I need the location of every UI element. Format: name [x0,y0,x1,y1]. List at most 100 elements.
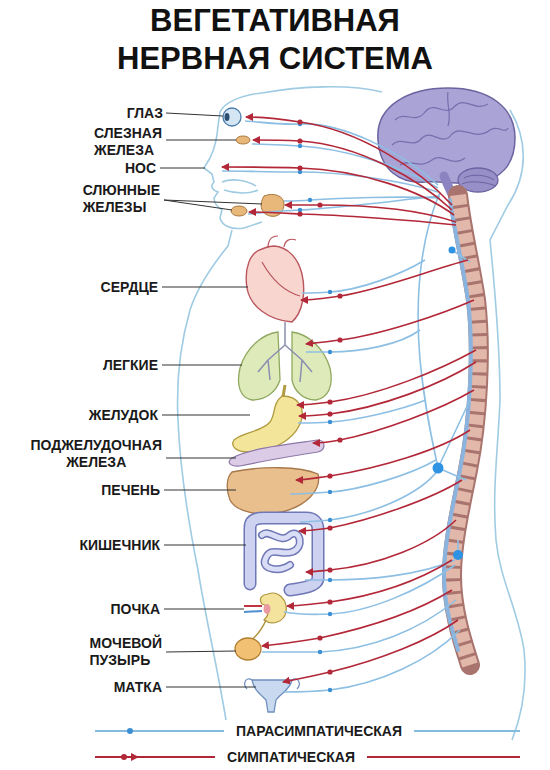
organ-label: НОС [125,160,156,177]
pancreas [229,440,324,466]
gyrus-line [392,128,508,145]
renal-artery [244,605,262,607]
nerve-line [253,140,452,210]
leader-line [164,545,246,546]
leader-line [164,490,236,491]
salivary-gland [231,206,247,216]
vagus-nerve [418,192,440,468]
nerve-plexus [453,550,463,560]
nerve-line [249,212,456,225]
nerve-line [306,520,456,572]
nerve-line [252,144,438,188]
nerve-plexus [433,463,444,474]
cerebellum-folds [462,175,496,186]
legend-arrow [131,753,139,761]
lacrimal-gland [236,136,250,144]
nerve-line [222,167,454,215]
organ-label: ПЕЧЕНЬ [101,482,160,499]
legend-line [367,756,520,758]
body-front [178,230,233,720]
leader-line [166,113,223,116]
parasympathetic-nerves [222,121,470,692]
nerve-line [285,205,456,222]
nerve-line [438,250,470,555]
lung [239,332,281,400]
legend-label: СИМПАТИЧЕСКАЯ [227,748,355,766]
uterus [252,680,292,712]
small-intestine [262,533,300,569]
organ-label: ГЛАЗ [127,105,163,122]
nerve-plexus [449,247,456,254]
renal-pelvis [264,604,271,614]
organ-label: СЛЕЗНАЯ ЖЕЛЕЗА [94,125,162,159]
leader-line [166,140,236,141]
kidney [260,593,286,623]
bronchi [258,322,312,382]
mouth-cavity [222,180,258,193]
nerve-line [301,260,468,300]
nerve-line [302,260,425,293]
eye-pupil [225,113,230,121]
small-intestine-outline [262,533,300,569]
organ-label: МОЧЕВОЙ ПУЗЫРЬ [90,635,162,669]
legend-line [95,730,224,732]
organ-label: ПОДЖЕЛУДОЧНАЯ ЖЕЛЕЗА [30,437,162,471]
nerve-line [287,560,452,606]
organ-label: СЕРДЦЕ [101,279,158,296]
nerve-line [284,197,440,201]
heart [246,246,303,322]
organ-label: МАТКА [114,679,162,696]
esophagus [283,385,285,397]
sympathetic-nerves [222,117,476,682]
face-profile [204,93,262,229]
organ-label: СЛЮННЫЕ ЖЕЛЕЗЫ [83,182,160,216]
leader-line [166,651,236,652]
eye [223,108,241,126]
nerve-line [262,590,452,646]
gyrus-line [448,92,450,126]
organ-label: ЖЕЛУДОК [89,407,158,424]
leader-line [166,458,236,459]
brain-gyri [392,92,508,165]
organ-label: КИШЕЧНИК [79,537,160,554]
leader-line [164,200,262,210]
nerve-line [262,600,456,652]
nerve-line [306,300,474,344]
body-back [490,110,525,740]
diagram-title: ВЕГЕТАТИВНАЯ НЕРВНАЯ СИСТЕМА [75,2,475,78]
gyrus-line [395,103,488,120]
leader-line [162,365,242,366]
legend-label: ПАРАСИМПАТИЧЕСКАЯ [236,722,402,740]
ureter [252,620,266,640]
leader-line [162,287,248,288]
leader-line [162,415,250,416]
heart-vessels [262,236,300,296]
leader-line [164,609,244,610]
nerve-line [290,460,436,494]
nerve-line [296,430,470,480]
head-top [262,87,382,93]
legend-dot [127,728,133,734]
body-outline [178,87,526,740]
renal-vein [244,611,262,612]
gyrus-line [400,158,465,165]
leader-lines [160,113,262,687]
bladder [235,638,261,660]
nerve-line [246,117,452,205]
legend-line [95,756,215,758]
nerve-line [283,620,458,682]
nerve-line [299,362,476,416]
leader-line [160,168,205,169]
organ-label: ПОЧКА [111,601,160,618]
legend-dot [121,754,127,760]
nerve-line [306,330,420,352]
leader-line [166,687,256,688]
legend-line [414,730,520,732]
nerve-line [313,390,474,443]
nerve-line [299,480,462,531]
liver [227,468,318,514]
organ-label: ЛЕГКИЕ [103,357,158,374]
nerve-line [245,121,438,185]
